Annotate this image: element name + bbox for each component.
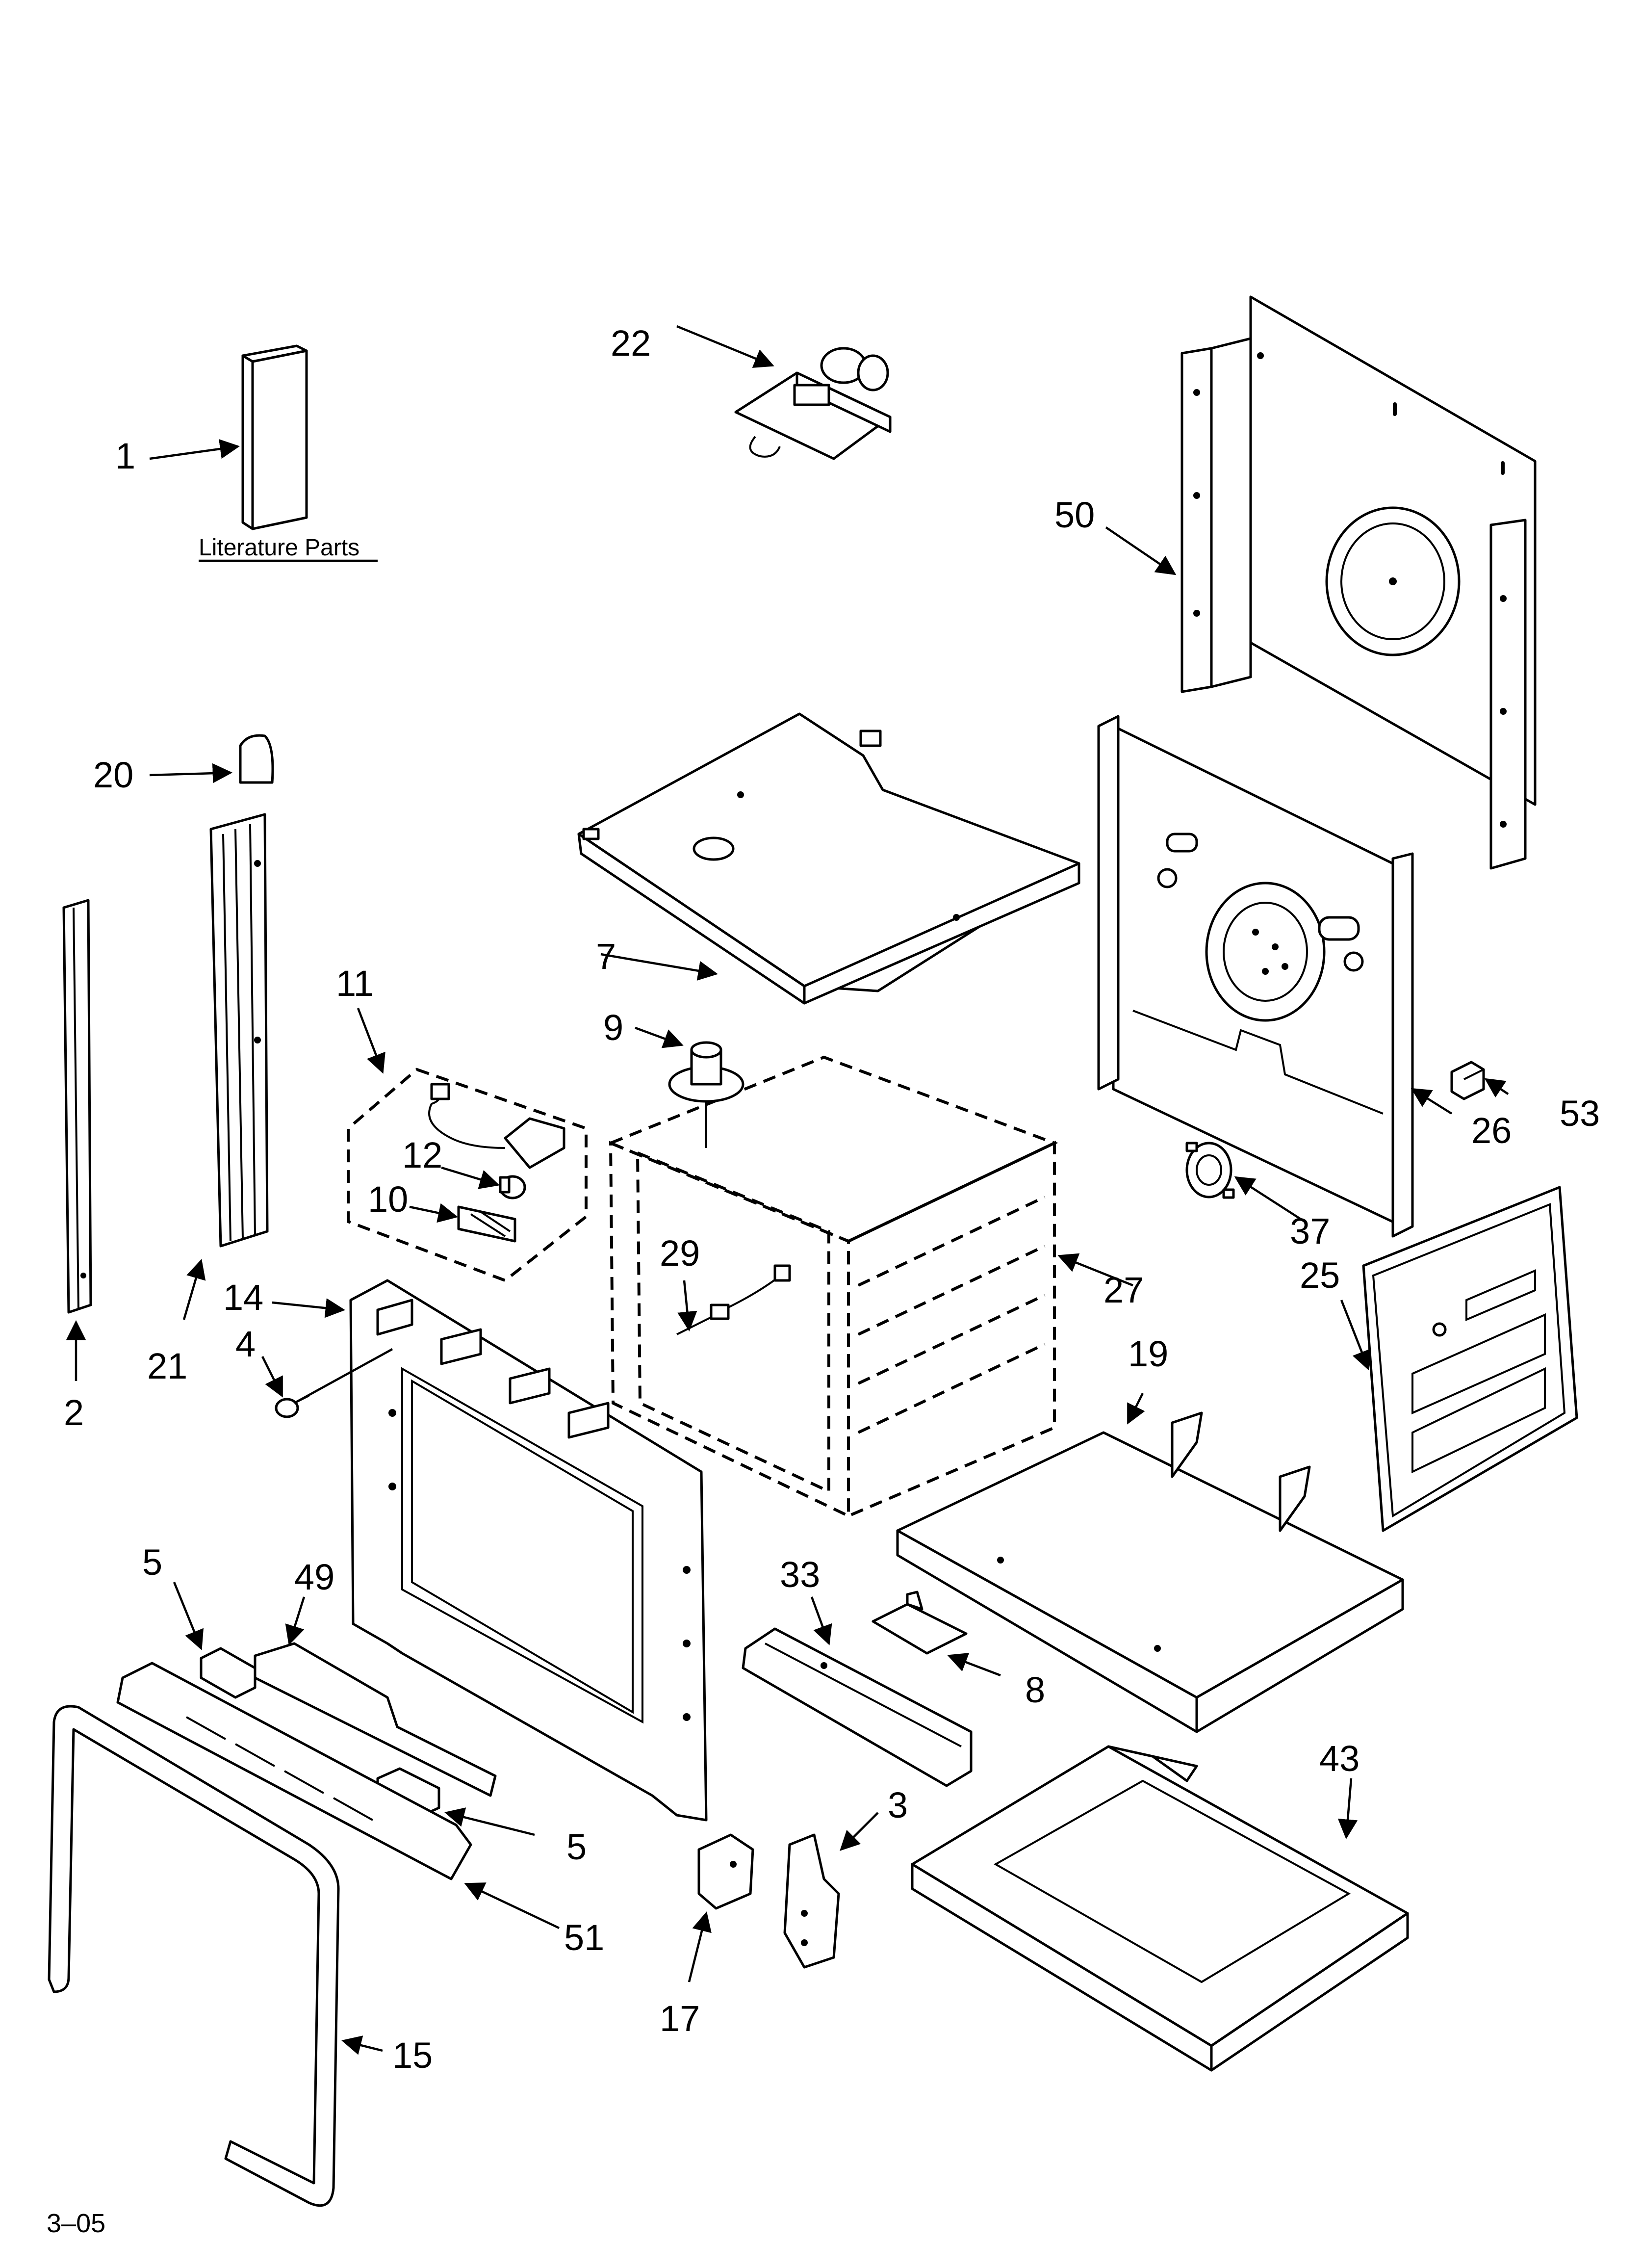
bottom-panel-part <box>896 1411 1404 1733</box>
callout-33: 33 <box>780 1554 820 1595</box>
callout-37: 37 <box>1290 1211 1330 1251</box>
footer-code: 3–05 <box>47 2209 105 2238</box>
callout-14: 14 <box>223 1277 263 1318</box>
callout-9: 9 <box>603 1007 623 1048</box>
callout-12: 12 <box>402 1135 442 1175</box>
oven-cavity-part <box>607 1055 1058 1518</box>
thermostat-part <box>1185 1142 1235 1199</box>
callout-17: 17 <box>660 1998 700 2039</box>
bottom-tray-part <box>911 1745 1409 2072</box>
small-plate-part <box>872 1590 968 1655</box>
callout-53: 53 <box>1560 1093 1600 1134</box>
callout-11: 11 <box>336 963 374 1004</box>
callout-2: 2 <box>64 1392 84 1433</box>
callout-5b: 5 <box>566 1826 587 1867</box>
light-bulb-part <box>499 1175 526 1199</box>
callout-20: 20 <box>93 755 133 795</box>
callout-5a: 5 <box>142 1542 162 1583</box>
door-strip-part <box>62 899 92 1314</box>
callout-25: 25 <box>1300 1255 1340 1296</box>
vent-cap-part <box>668 1041 744 1148</box>
callout-51: 51 <box>564 1917 604 1958</box>
callout-19: 19 <box>1128 1333 1168 1374</box>
callout-27: 27 <box>1103 1270 1144 1310</box>
callout-29: 29 <box>660 1233 700 1274</box>
callout-21: 21 <box>147 1346 187 1386</box>
callout-15: 15 <box>392 2035 433 2076</box>
light-lens-part <box>457 1205 516 1243</box>
top-panel-part <box>577 712 1080 1005</box>
callout-43: 43 <box>1319 1738 1360 1779</box>
callout-26: 26 <box>1471 1110 1512 1151</box>
clip-part <box>1450 1061 1485 1100</box>
vent-trim-part <box>116 1662 472 1880</box>
side-panel-part <box>1362 1186 1578 1532</box>
leader-lines <box>66 325 1509 2055</box>
bracket-rail-part <box>742 1627 973 1787</box>
literature-booklet-part <box>241 344 308 530</box>
rear-liner-part <box>1097 715 1414 1238</box>
literature-parts-label: Literature Parts <box>199 535 359 561</box>
callout-10: 10 <box>368 1179 408 1220</box>
callout-50: 50 <box>1054 495 1095 535</box>
light-socket-part <box>428 1083 565 1169</box>
side-trim-rail-part <box>209 813 269 1248</box>
vent-duct-part <box>254 1642 497 1797</box>
callout-8: 8 <box>1025 1669 1045 1710</box>
front-frame-part <box>349 1279 708 1822</box>
callout-1: 1 <box>115 436 135 476</box>
callout-4: 4 <box>235 1324 256 1364</box>
door-gasket-part <box>48 1705 340 2207</box>
callout-7: 7 <box>596 936 616 977</box>
rear-panel-part <box>1180 295 1537 870</box>
callout-labels: 1 22 50 20 11 7 9 12 10 29 27 26 53 37 2… <box>64 323 1600 2076</box>
callout-3: 3 <box>888 1785 908 1825</box>
callout-22: 22 <box>611 323 651 364</box>
switch-module-part <box>734 347 892 460</box>
door-hinge-bracket-part <box>697 1833 754 1910</box>
temp-sensor-part <box>676 1264 791 1335</box>
side-bracket-part <box>783 1833 840 1969</box>
spacer-block-upper-part <box>200 1647 257 1699</box>
callout-49: 49 <box>294 1557 334 1597</box>
trim-cap-part <box>239 734 274 784</box>
